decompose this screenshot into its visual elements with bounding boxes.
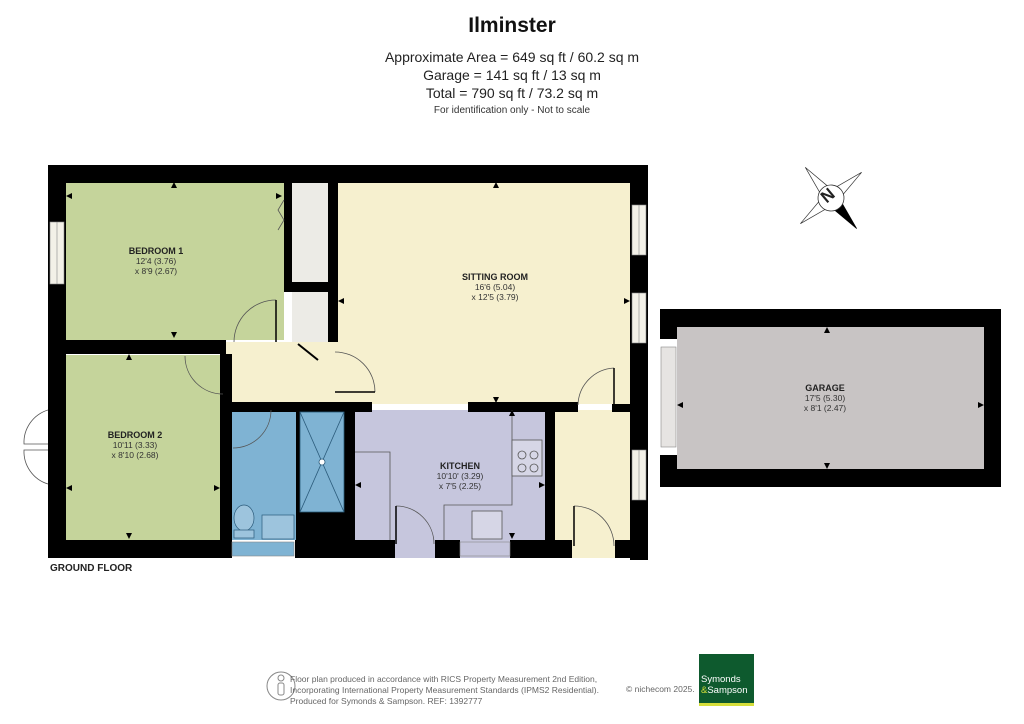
room-label-garage: GARAGE 17'5 (5.30) x 8'1 (2.47) <box>780 383 870 413</box>
shower-tray <box>299 411 345 513</box>
total-area: Total = 790 sq ft / 73.2 sq m <box>425 85 599 101</box>
room-dimension-1: 10'11 (3.33) <box>112 440 158 450</box>
room-name: BEDROOM 1 <box>128 246 184 256</box>
room-dimension-1: 16'6 (5.04) <box>474 282 516 292</box>
room-dimension-2: x 8'1 (2.47) <box>803 403 847 413</box>
garage-area: Garage = 141 sq ft / 13 sq m <box>423 67 601 83</box>
bedroom-1-floor <box>66 182 284 340</box>
logo-ampersand: & <box>701 685 708 696</box>
cupboard-2-floor <box>292 292 328 342</box>
entrance-floor <box>555 410 630 558</box>
room-dimension-2: x 8'10 (2.68) <box>111 450 159 460</box>
logo-line-2: Sampson <box>707 685 748 696</box>
room-dimension-2: x 7'5 (2.25) <box>438 481 482 491</box>
symonds-sampson-logo: Symonds &Sampson <box>699 654 754 706</box>
dimension-arrows <box>66 182 984 539</box>
room-label-sitting-room: SITTING ROOM 16'6 (5.04) x 12'5 (3.79) <box>430 272 560 302</box>
approximate-area: Approximate Area = 649 sq ft / 60.2 sq m <box>384 49 640 65</box>
disclaimer-note: For identification only - Not to scale <box>433 105 591 116</box>
windows <box>49 204 677 557</box>
room-dimension-1: 17'5 (5.30) <box>804 393 846 403</box>
room-label-kitchen: KITCHEN 10'10' (3.29) x 7'5 (2.25) <box>410 461 510 491</box>
person-icon <box>266 671 296 701</box>
footer-line-2: Incorporating International Property Mea… <box>290 685 599 695</box>
bedroom-2-floor <box>66 355 220 540</box>
floor-label: GROUND FLOOR <box>50 563 133 574</box>
logo-line-1: Symonds <box>701 674 741 685</box>
north-compass-icon <box>800 167 862 229</box>
room-name: KITCHEN <box>440 461 480 471</box>
room-name: SITTING ROOM <box>462 272 528 282</box>
footer-credits: Floor plan produced in accordance with R… <box>290 674 599 707</box>
bathroom-fixtures <box>233 504 295 540</box>
hallway-floor <box>226 342 346 404</box>
copyright-notice: © nichecom 2025. <box>626 684 695 694</box>
room-name: GARAGE <box>805 383 845 393</box>
footer-line-1: Floor plan produced in accordance with R… <box>290 674 598 684</box>
room-dimension-1: 12'4 (3.76) <box>135 256 177 266</box>
room-label-bedroom-1: BEDROOM 1 12'4 (3.76) x 8'9 (2.67) <box>96 246 216 276</box>
footer-line-3: Produced for Symonds & Sampson. REF: 139… <box>290 696 483 706</box>
room-dimension-2: x 8'9 (2.67) <box>134 266 178 276</box>
room-dimension-1: 10'10' (3.29) <box>436 471 484 481</box>
cupboard-1-floor <box>286 182 330 282</box>
sitting-room-floor <box>338 182 630 404</box>
room-dimension-2: x 12'5 (3.79) <box>471 292 519 302</box>
plan-title: Ilminster <box>468 14 556 37</box>
room-name: BEDROOM 2 <box>107 430 163 440</box>
doors <box>23 199 615 547</box>
kitchen-fixtures <box>355 410 543 540</box>
garage-floor <box>677 327 984 469</box>
room-label-bedroom-2: BEDROOM 2 10'11 (3.33) x 8'10 (2.68) <box>80 430 190 460</box>
